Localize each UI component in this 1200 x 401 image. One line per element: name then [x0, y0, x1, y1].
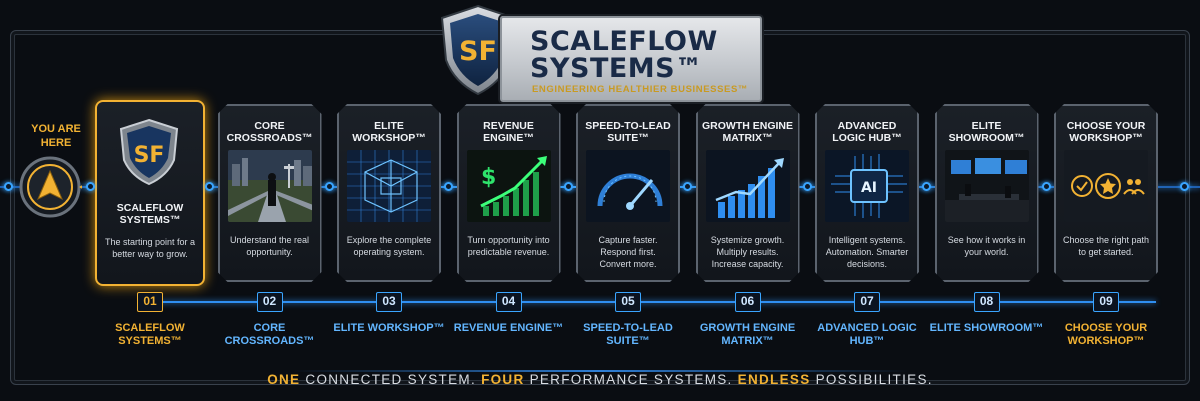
brand-title-line1: SCALEFLOW	[530, 26, 718, 57]
step-bottom-label[interactable]: GROWTH ENGINE MATRIX™	[699, 322, 796, 347]
speedometer-icon	[586, 150, 670, 222]
step-bottom-label[interactable]: CORE CROSSROADS™	[224, 322, 315, 347]
blueprint-cube-icon	[347, 150, 431, 222]
step-card-desc: Intelligent systems. Automation. Smarter…	[825, 235, 909, 269]
rail-connector-dot	[1041, 182, 1051, 191]
step-card-desc: Turn opportunity into predictable revenu…	[467, 235, 550, 257]
brand-tagline: ENGINEERING HEALTHIER BUSINESSES™	[532, 84, 748, 95]
svg-text:SF: SF	[134, 143, 165, 168]
step-card-3[interactable]: ELITE WORKSHOP™ Explore the complete oper…	[337, 104, 441, 282]
svg-text:AI: AI	[861, 180, 877, 196]
step-card-desc: Capture faster. Respond first. Convert m…	[598, 235, 658, 269]
step-number-badge[interactable]: 05	[615, 292, 641, 312]
compass-pointer-icon	[19, 156, 82, 218]
step-card-8[interactable]: ELITE SHOWROOM™ See how it works in your …	[935, 104, 1039, 282]
step-card-title: CORE CROSSROADS™	[226, 120, 313, 144]
brand-title-line2: SYSTEMS™	[530, 53, 703, 84]
timeline-rail-lower	[150, 301, 1156, 303]
brand-header[interactable]: SF SCALEFLOW SYSTEMS™ ENGINEERING HEALTH…	[438, 4, 762, 102]
frame-accent-line	[291, 370, 909, 372]
step-number-badge[interactable]: 02	[256, 292, 283, 312]
sf-shield-icon: SF	[105, 116, 195, 188]
footer-word-endless: ENDLESS	[737, 372, 811, 387]
step-card-1[interactable]: SF SCALEFLOW SYSTEMS™ The starting point f…	[95, 100, 205, 286]
step-bottom-label[interactable]: SCALEFLOW SYSTEMS™	[115, 322, 185, 347]
crossroads-figure-icon	[228, 150, 312, 222]
svg-text:$: $	[481, 165, 496, 190]
footer-word-four: FOUR	[481, 372, 525, 387]
footer-text-3: POSSIBILITIES.	[810, 372, 933, 387]
step-card-4[interactable]: REVENUE ENGINE™ $ Turn opportunity into pr…	[457, 104, 561, 282]
step-bottom-label[interactable]: SPEED-TO-LEAD SUITE™	[583, 322, 673, 347]
sf-logo-shield-icon: SF	[440, 4, 516, 96]
step-bottom-label[interactable]: ELITE WORKSHOP™	[333, 322, 445, 334]
step-card-desc: Understand the real opportunity.	[229, 235, 310, 257]
bar-chart-icon	[706, 150, 790, 222]
step-bottom-label[interactable]: ADVANCED LOGIC HUB™	[817, 322, 917, 347]
step-card-5[interactable]: SPEED-TO-LEAD SUITE™ Capture faster. Resp…	[576, 104, 680, 282]
step-card-7[interactable]: ADVANCED LOGIC HUB™ AI Intelligent systems…	[815, 104, 919, 282]
rail-connector-dot	[802, 182, 812, 191]
rail-connector-dot	[1180, 182, 1189, 191]
step-card-2[interactable]: CORE CROSSROADS™ Understand the real oppo…	[218, 104, 322, 282]
brand-plate: SCALEFLOW SYSTEMS™ ENGINEERING HEALTHIER…	[500, 16, 762, 102]
step-card-desc: Systemize growth. Multiply results. Incr…	[710, 235, 785, 269]
step-number-badge[interactable]: 06	[734, 292, 761, 312]
footer-text-2: PERFORMANCE SYSTEMS.	[524, 372, 738, 387]
step-card-desc: Choose the right path to get started.	[1062, 235, 1150, 257]
step-bottom-label[interactable]: ELITE SHOWROOM™	[929, 322, 1044, 334]
step-number-badge[interactable]: 07	[854, 292, 880, 312]
rail-connector-dot	[563, 182, 573, 191]
step-card-title: GROWTH ENGINE MATRIX™	[702, 120, 793, 144]
step-number-badge[interactable]: 03	[376, 292, 402, 312]
rail-connector-dot	[922, 182, 932, 191]
step-card-desc: Explore the complete operating system.	[346, 235, 432, 257]
rail-connector-dot	[324, 182, 334, 191]
dollar-growth-icon: $	[467, 150, 551, 222]
step-card-title: ELITE WORKSHOP™	[352, 120, 426, 144]
rail-connector-dot	[4, 182, 13, 191]
ai-chip-icon: AI	[825, 150, 909, 222]
brand-title: SCALEFLOW SYSTEMS™	[530, 28, 760, 82]
step-card-title: SPEED-TO-LEAD SUITE™	[585, 120, 671, 144]
step-number-badge[interactable]: 01	[137, 292, 163, 312]
showroom-icon	[945, 150, 1029, 222]
footer-text-1: CONNECTED SYSTEM.	[300, 372, 482, 387]
footer-word-one: ONE	[267, 372, 301, 387]
rail-connector-dot	[85, 182, 95, 191]
step-card-9[interactable]: CHOOSE YOUR WORKSHOP™ Choose the right pa…	[1054, 104, 1158, 282]
footer-slogan: ONE CONNECTED SYSTEM. FOUR PERFORMANCE S…	[0, 372, 1200, 387]
rail-connector-dot	[444, 182, 454, 191]
step-card-title: SCALEFLOW SYSTEMS™	[116, 202, 184, 226]
you-are-here-label: YOU ARE HERE	[31, 123, 81, 149]
step-card-desc: The starting point for a better way to g…	[104, 237, 196, 259]
step-number-badge[interactable]: 09	[1093, 292, 1119, 312]
step-card-title: CHOOSE YOUR WORKSHOP™	[1066, 120, 1146, 144]
step-card-6[interactable]: GROWTH ENGINE MATRIX™ Systemize growth. M…	[696, 104, 800, 282]
step-bottom-label[interactable]: CHOOSE YOUR WORKSHOP™	[1064, 322, 1148, 347]
step-bottom-label[interactable]: REVENUE ENGINE™	[453, 322, 564, 334]
rail-connector-dot	[205, 182, 215, 191]
step-card-title: REVENUE ENGINE™	[483, 120, 534, 144]
step-card-desc: See how it works in your world.	[947, 235, 1026, 257]
step-card-title: ADVANCED LOGIC HUB™	[832, 120, 902, 144]
step-number-badge[interactable]: 04	[495, 292, 522, 312]
brand-monogram: SF	[459, 36, 497, 67]
path-choice-icons	[1064, 150, 1148, 222]
rail-connector-dot	[683, 182, 693, 191]
step-number-badge[interactable]: 08	[973, 292, 1000, 312]
step-card-title: ELITE SHOWROOM™	[948, 120, 1025, 144]
